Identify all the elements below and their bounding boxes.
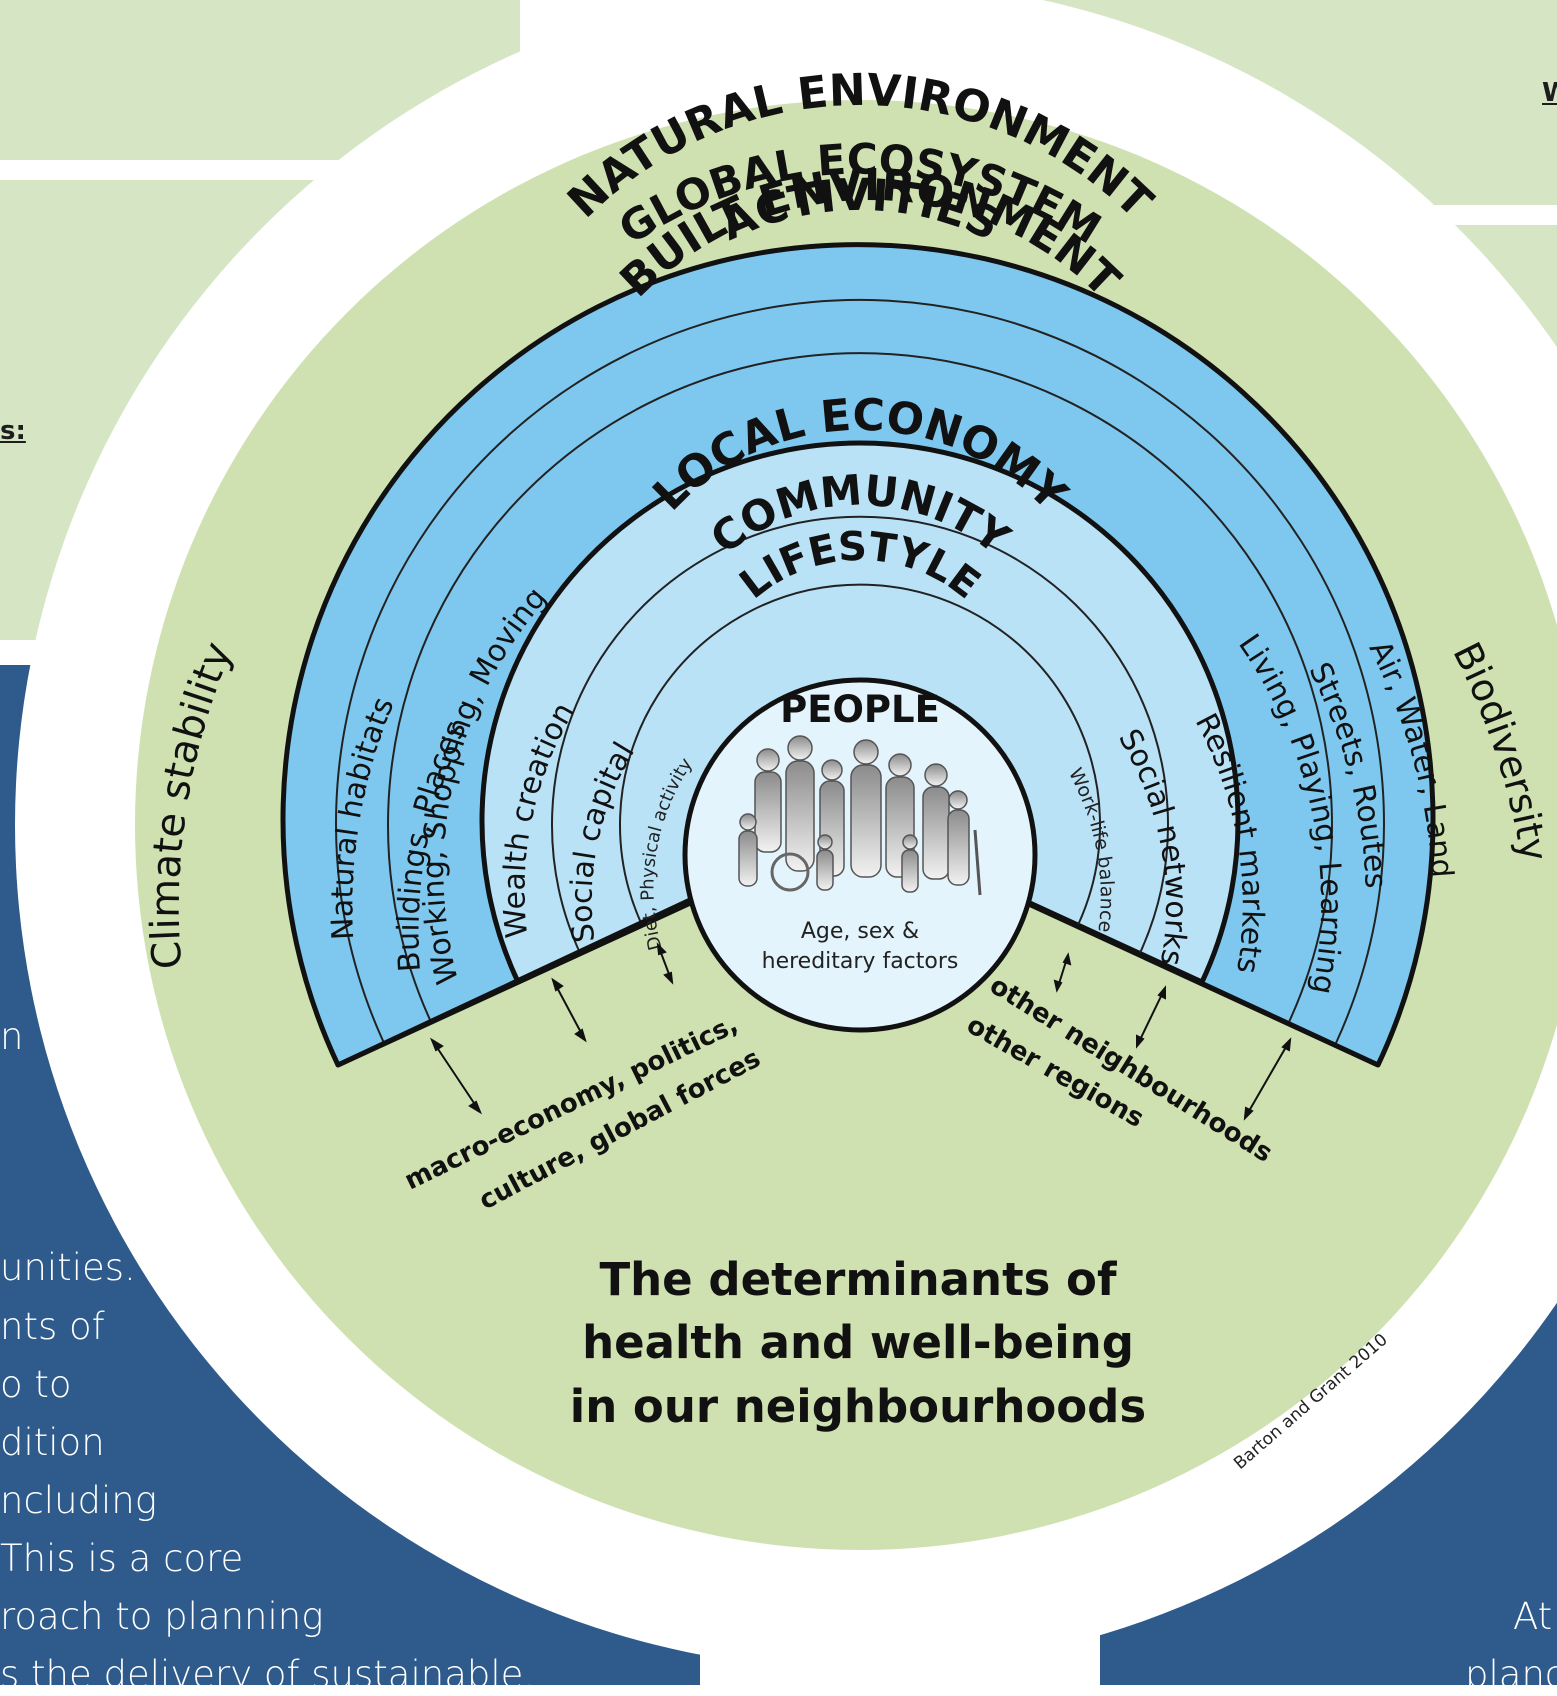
left-text-line: unities. <box>0 1246 136 1289</box>
left-text-line: o to <box>0 1363 72 1406</box>
sector-base-line <box>336 897 692 1068</box>
left-text-line: roach to planning <box>0 1595 324 1638</box>
people-subtitle-line1: Age, sex & <box>801 919 919 944</box>
left-underlined-fragment: s: <box>0 416 26 446</box>
sector-base-line <box>1018 897 1380 1068</box>
ring-divider <box>619 583 1101 926</box>
people-subtitle-line2: hereditary factors <box>762 949 959 974</box>
left-text-line: dition <box>0 1421 105 1464</box>
left-text-line: This is a core <box>0 1537 244 1580</box>
influence-arrows <box>429 942 1292 1121</box>
left-text-line: n <box>0 1015 24 1058</box>
right-text-line: At <box>1513 1595 1553 1638</box>
ring-divider <box>387 352 1333 1023</box>
left-text-line: nts of <box>0 1305 105 1348</box>
right-underlined-fragment: W <box>1542 78 1557 108</box>
people-silhouettes-icon <box>738 735 982 896</box>
left-text-line: ncluding <box>0 1479 157 1522</box>
caption-line2: health and well-being <box>582 1316 1134 1369</box>
ring-divider <box>551 515 1169 954</box>
caption-line1: The determinants of <box>599 1253 1117 1306</box>
people-title: PEOPLE <box>780 688 940 731</box>
ring-divider <box>335 298 1385 1044</box>
caption-line3: in our neighbourhoods <box>570 1380 1146 1433</box>
